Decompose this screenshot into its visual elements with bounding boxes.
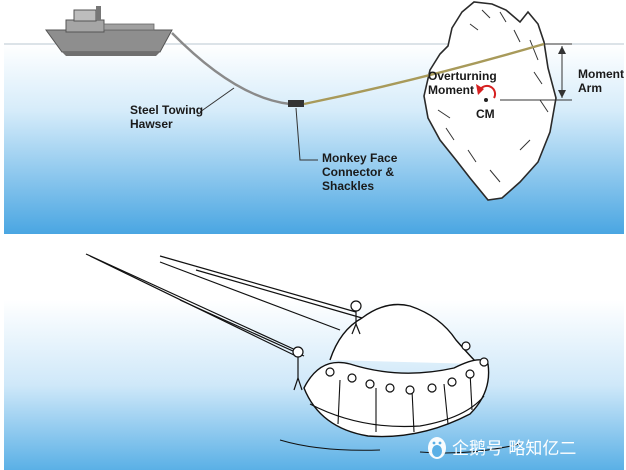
overturning-moment-label: Overturning Moment — [428, 69, 500, 97]
connector-label: Monkey Face Connector & Shackles — [322, 151, 401, 193]
iceberg-outline — [423, 1, 557, 201]
hawser-label: Steel Towing Hawser — [130, 103, 206, 131]
hawser-leader — [199, 87, 235, 113]
tug-ship — [45, 6, 173, 56]
watermark: 企鹅号 略知亿二 — [428, 437, 576, 459]
sketch-tow-lines — [85, 253, 363, 357]
penguin-icon — [428, 437, 446, 459]
monkey-face-connector — [288, 100, 304, 107]
center-of-mass-dot — [484, 98, 488, 102]
iceberg — [423, 1, 557, 201]
top-diagram: Steel Towing Hawser Monkey Face Connecto… — [4, 1, 626, 234]
sketch-person-top — [350, 300, 362, 335]
moment-arm-label: Moment Arm — [578, 67, 626, 95]
sketch-floats — [325, 341, 489, 395]
sketch-net-ribs — [337, 371, 473, 433]
sketch-person-left — [292, 346, 304, 391]
bottom-sketch — [4, 253, 624, 470]
watermark-text: 企鹅号 略知亿二 — [452, 439, 576, 459]
connector-leader — [295, 107, 318, 161]
moment-arm-dimension — [500, 43, 572, 101]
steel-hawser — [171, 32, 291, 106]
cm-label: CM — [476, 107, 495, 121]
tow-rope — [303, 42, 545, 106]
